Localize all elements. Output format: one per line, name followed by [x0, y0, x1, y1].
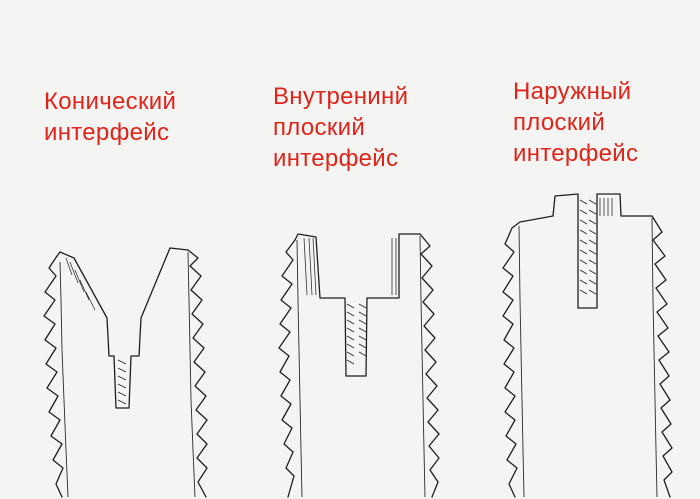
implant-conical-cone — [56, 247, 189, 409]
implant-internal-left-wall — [296, 239, 303, 498]
implant-conical-right-threads — [187, 249, 208, 498]
implant-conical-left-threads — [43, 255, 64, 498]
implant-internal-flat — [278, 233, 440, 498]
label-external-flat-interface: Наружный плоский интерфейс — [513, 76, 638, 169]
implant-conical-bore-threads — [117, 359, 127, 405]
implant-internal-bore-threads — [346, 303, 367, 365]
implant-conical — [43, 247, 208, 498]
label-conical-interface: Конический интерфейс — [44, 86, 176, 148]
label-internal-flat-interface: Внутренинй плоский интерфейс — [273, 81, 408, 174]
implant-conical-hatch — [65, 257, 96, 311]
implant-internal-right-threads — [419, 233, 440, 498]
implant-external-right-threads — [651, 215, 673, 498]
label-line: интерфейс — [44, 119, 170, 146]
implant-external-hatch — [599, 198, 613, 216]
implant-conical-left-wall — [59, 261, 69, 498]
label-line: интерфейс — [273, 145, 399, 172]
implant-external-right-wall — [651, 217, 658, 498]
implant-internal-left-threads — [278, 239, 296, 498]
implant-external-flat — [502, 193, 673, 498]
implant-internal-hatch — [303, 237, 397, 296]
label-line: Внутренинй — [273, 83, 409, 110]
label-line: плоский — [513, 109, 606, 136]
implant-external-hex — [511, 193, 653, 309]
label-line: плоский — [273, 114, 366, 141]
implant-external-left-threads — [502, 227, 518, 498]
implant-external-left-wall — [518, 225, 525, 498]
implant-conical-right-wall — [187, 251, 196, 498]
implant-internal-right-wall — [419, 235, 426, 498]
label-line: Наружный — [513, 78, 632, 105]
label-line: интерфейс — [513, 140, 639, 167]
label-line: Конический — [44, 88, 177, 115]
implant-external-bore-threads — [579, 199, 597, 295]
implant-internal-socket — [294, 233, 421, 377]
